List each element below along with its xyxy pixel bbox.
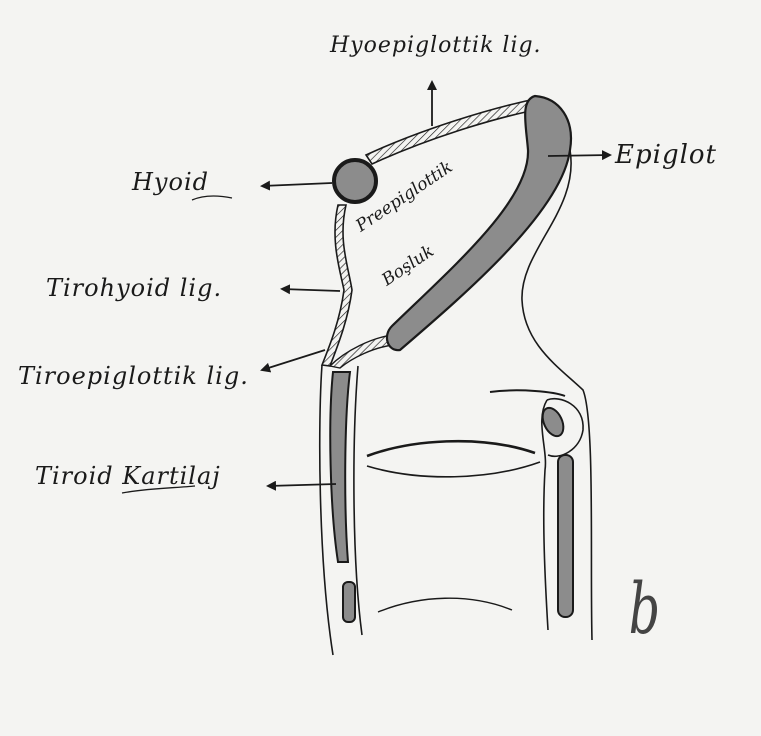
label-hyoepiglottic-ligament: Hyoepiglottik lig.	[330, 33, 542, 58]
hyoid-bone	[334, 160, 376, 202]
thyrohyoid-ligament	[322, 205, 352, 366]
label-epiglottis: Epiglot	[615, 140, 717, 170]
vocal-fold-upper	[367, 441, 535, 456]
arrow-thyrohyoid	[282, 289, 340, 291]
vocal-fold-lower	[367, 462, 540, 477]
vestibular-fold-line	[490, 390, 565, 396]
arrow-epiglottis	[548, 155, 610, 156]
cricoid-left	[343, 582, 355, 622]
arrow-hyoid	[262, 183, 332, 186]
artist-signature: b	[629, 568, 660, 650]
arrow-thyroid-cartilage	[268, 484, 336, 486]
hyoepiglottic-ligament	[366, 98, 545, 164]
label-thyroid-cartilage: Tiroid Kartilaj	[35, 462, 221, 490]
label-hyoid: Hyoid	[132, 168, 209, 196]
right-inner-contour	[542, 400, 548, 630]
thyroid-cartilage-right	[558, 455, 573, 617]
hyoid-underline	[192, 196, 232, 200]
subglottic-arc	[378, 598, 512, 612]
thyroid-cartilage-left	[330, 372, 350, 562]
label-thyrohyoid-ligament: Tirohyoid lig.	[46, 274, 222, 302]
label-thyroepiglottic-ligament: Tiroepiglottik lig.	[18, 362, 249, 390]
arrow-thyroepiglottic	[262, 350, 325, 370]
